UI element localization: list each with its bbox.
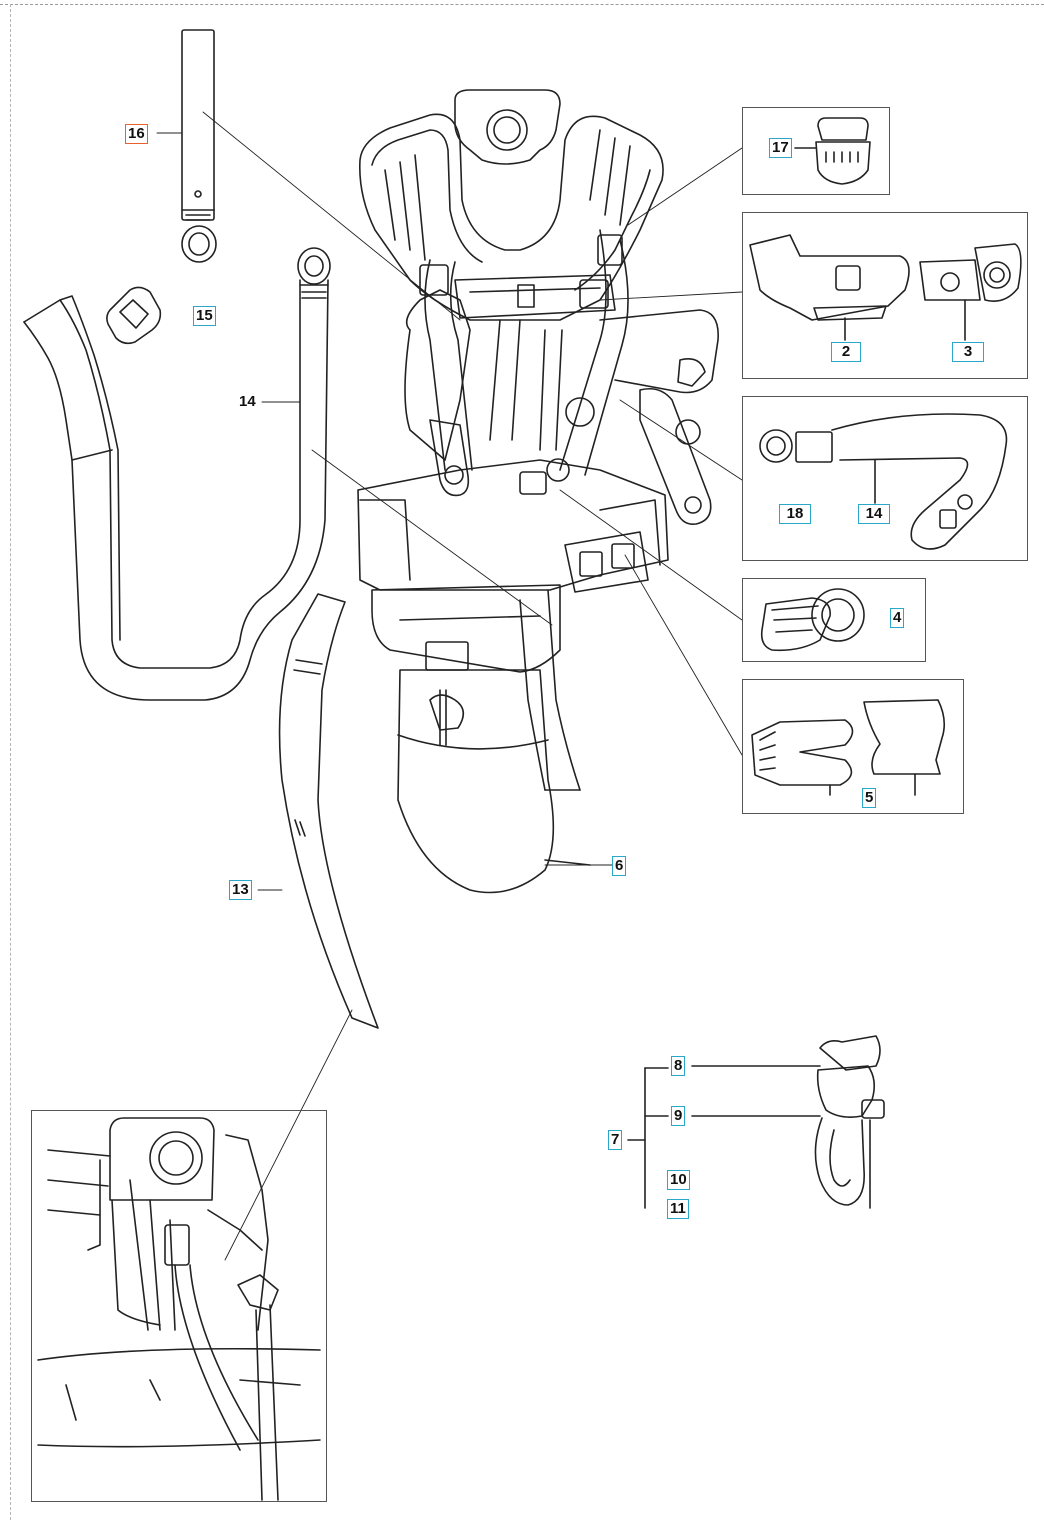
part-14-long-strap — [23, 247, 331, 701]
bottom-inset-drawing — [37, 1117, 321, 1501]
callout-7[interactable]: 7 — [608, 1130, 623, 1150]
dashed-frame-top — [0, 4, 1044, 5]
inset-box-4 — [742, 578, 926, 662]
callout-18[interactable]: 18 — [779, 504, 811, 524]
callout-5[interactable]: 5 — [862, 788, 877, 808]
inset-box-5 — [742, 679, 964, 814]
callout-2[interactable]: 2 — [831, 342, 861, 362]
inset-box-18-14 — [742, 396, 1028, 561]
callout-14-inset[interactable]: 14 — [858, 504, 890, 524]
inset-box-17 — [742, 107, 890, 195]
inset-2-3-drawing — [749, 234, 1022, 341]
carabiner-assembly-drawing — [627, 1035, 885, 1209]
inset-5-drawing — [751, 699, 946, 796]
part-13-hip-pad — [278, 593, 379, 1029]
part-16-rod — [181, 29, 217, 263]
inset-4-drawing — [760, 588, 865, 652]
callout-11[interactable]: 11 — [667, 1199, 689, 1219]
inset-17-drawing — [794, 117, 871, 185]
callout-9[interactable]: 9 — [671, 1106, 686, 1126]
part-15-slide-buckle — [106, 286, 162, 345]
callout-6[interactable]: 6 — [612, 856, 627, 876]
callout-4[interactable]: 4 — [890, 608, 905, 628]
callout-16[interactable]: 16 — [125, 124, 148, 144]
callout-17[interactable]: 17 — [769, 138, 792, 158]
callout-3[interactable]: 3 — [952, 342, 984, 362]
inset-box-bottom-detail — [31, 1110, 327, 1502]
leader-lines — [156, 111, 743, 1261]
inset-18-14-drawing — [759, 413, 1008, 550]
callout-13[interactable]: 13 — [229, 880, 252, 900]
callout-14-left[interactable]: 14 — [239, 393, 256, 410]
callout-10[interactable]: 10 — [667, 1170, 690, 1190]
inset-box-2-3 — [742, 212, 1028, 379]
callout-8[interactable]: 8 — [671, 1056, 686, 1076]
dashed-frame-left — [10, 4, 11, 1520]
harness-main-body — [357, 89, 719, 894]
callout-15[interactable]: 15 — [193, 306, 216, 326]
